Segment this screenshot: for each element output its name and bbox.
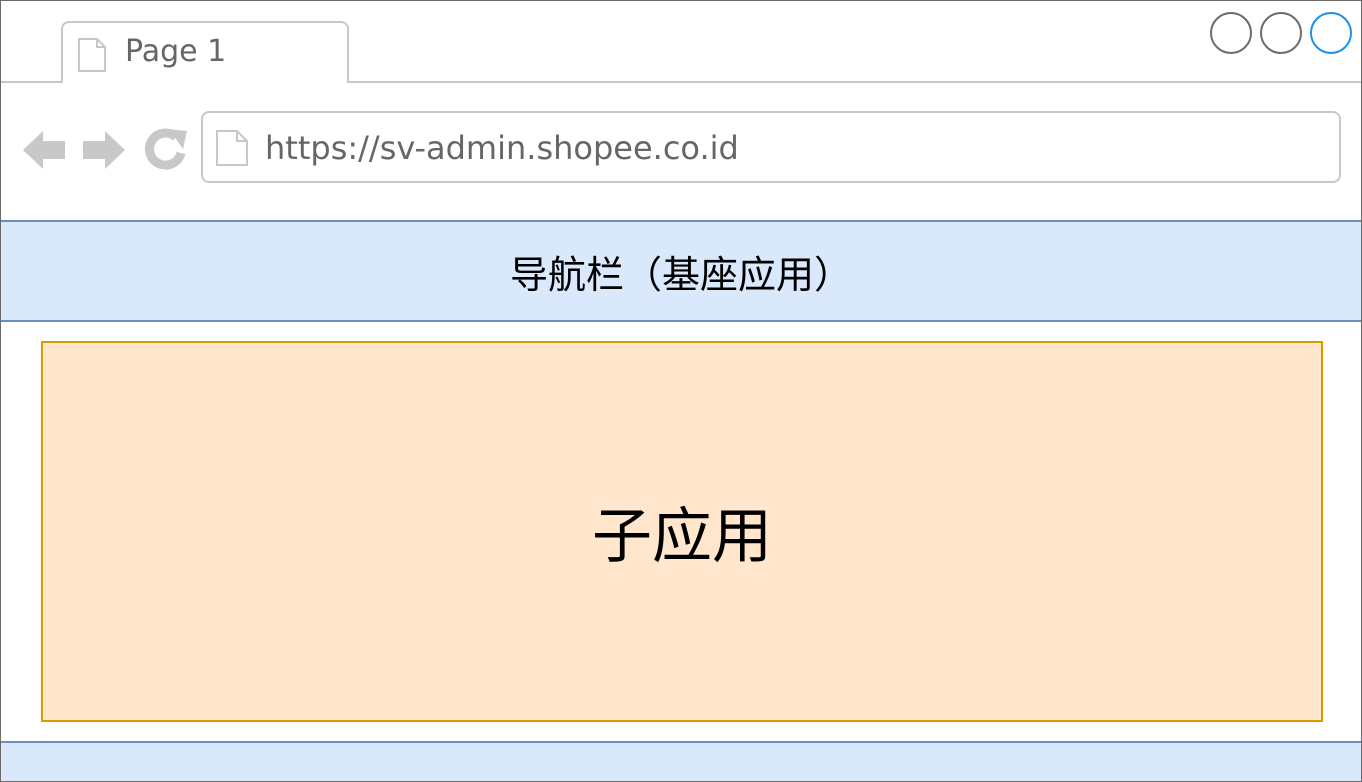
page-icon: [216, 130, 248, 166]
reload-icon[interactable]: [143, 127, 189, 173]
navbar-base-app: 导航栏（基座应用）: [1, 220, 1361, 322]
close-button[interactable]: [1310, 12, 1352, 54]
forward-arrow-icon[interactable]: [81, 127, 127, 173]
sub-app-container: 子应用: [41, 341, 1323, 722]
page-icon: [78, 38, 106, 72]
back-arrow-icon[interactable]: [21, 127, 67, 173]
url-text: https://sv-admin.shopee.co.id: [265, 129, 739, 167]
maximize-button[interactable]: [1260, 12, 1302, 54]
footer-strip: [1, 741, 1361, 781]
navbar-label: 导航栏（基座应用）: [509, 252, 852, 297]
tab-title: Page 1: [125, 34, 227, 69]
browser-tab[interactable]: Page 1: [61, 21, 349, 83]
address-bar[interactable]: https://sv-admin.shopee.co.id: [201, 111, 1341, 183]
tab-strip-divider: [1, 81, 1361, 83]
sub-app-label: 子应用: [592, 502, 772, 572]
minimize-button[interactable]: [1210, 12, 1252, 54]
